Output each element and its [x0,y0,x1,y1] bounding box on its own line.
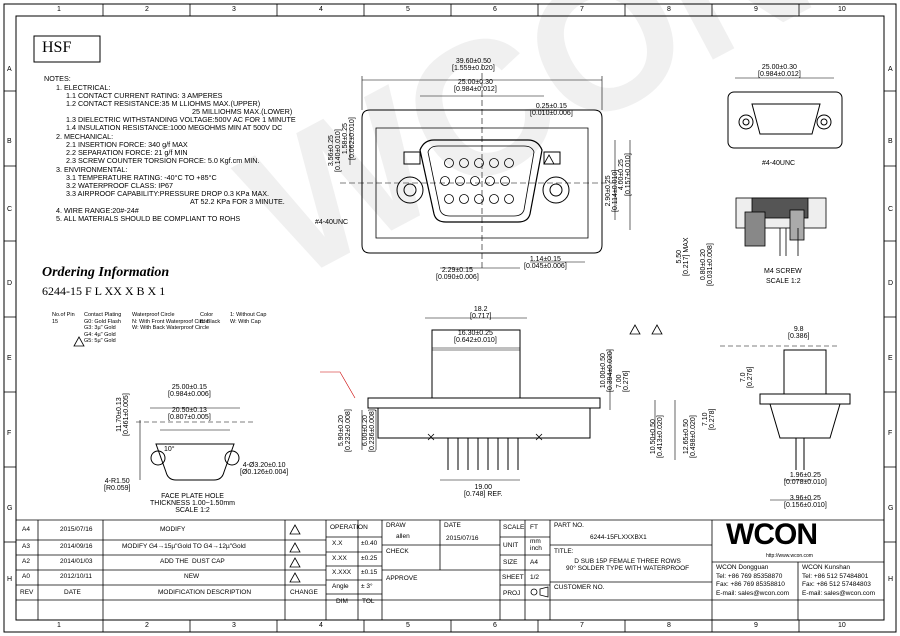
end-view [720,345,851,501]
face-plate-hole [136,407,254,481]
side-section [735,197,827,256]
projection-symbol [530,586,549,598]
side-view [320,317,676,481]
rev-markers [73,154,663,583]
rear-view [727,77,843,149]
title-block [16,519,884,620]
hsf-box [33,35,101,63]
front-view [340,64,631,270]
